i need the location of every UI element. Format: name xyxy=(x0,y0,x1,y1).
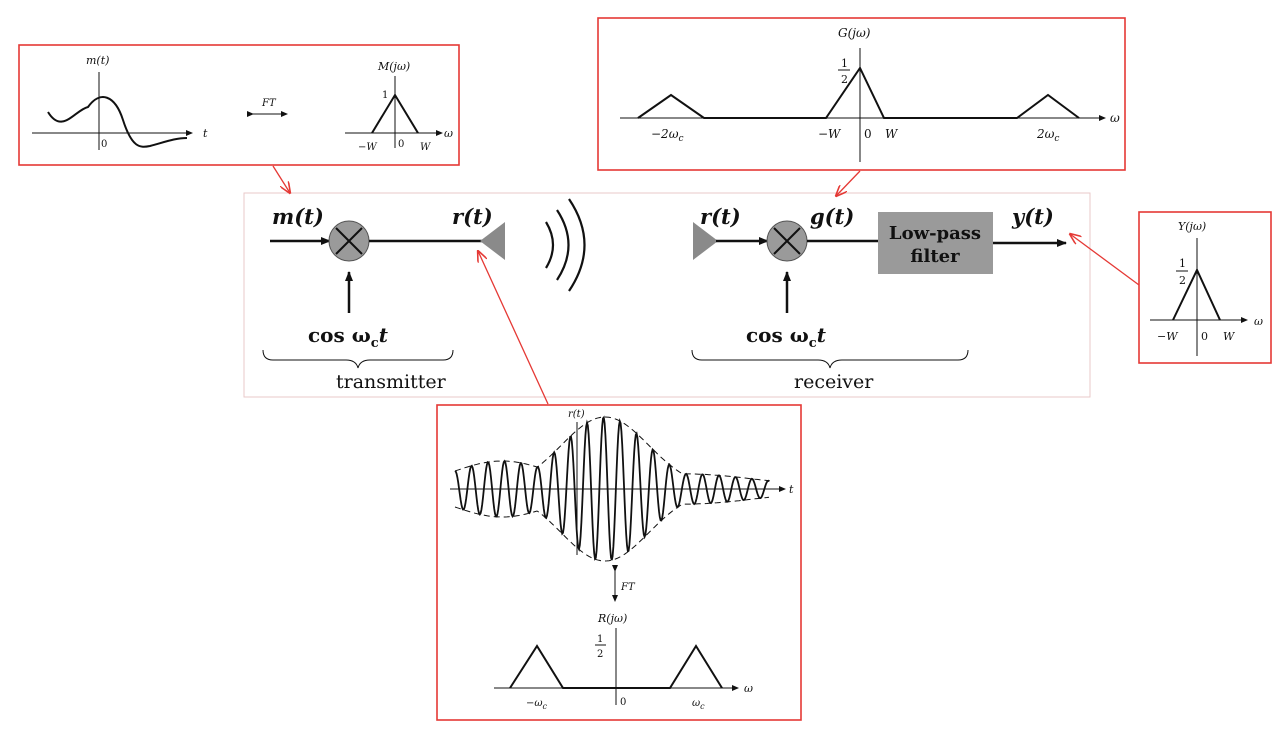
g-tick-zero: 0 xyxy=(864,127,872,141)
g-peak-num: 1 xyxy=(841,57,848,70)
m-freq-title: M(jω) xyxy=(377,60,410,73)
tx-brace xyxy=(262,349,454,369)
y-tick-zero: 0 xyxy=(1201,330,1208,343)
panel-g: G(jω) 1 2 ω −2ωc −W 0 W 2ωc xyxy=(597,17,1126,171)
tx-carrier-label: cos ωct xyxy=(308,323,389,351)
rx-carrier-label: cos ωct xyxy=(746,323,827,351)
g-tick-2wc: 2ωc xyxy=(1036,127,1059,144)
y-peak-num: 1 xyxy=(1179,257,1186,270)
m-time-signal xyxy=(47,96,188,148)
rx-output-label: y(t) xyxy=(1011,204,1054,229)
y-tick-pos: W xyxy=(1223,330,1236,343)
panel-m-frame xyxy=(18,44,460,166)
m-time-axis-label: t xyxy=(203,127,208,140)
tx-input-label: m(t) xyxy=(272,204,324,229)
tx-multiplier xyxy=(328,220,370,262)
rx-multiplier xyxy=(766,220,808,262)
y-spectrum xyxy=(1172,267,1221,321)
r-tick-negwc: −ωc xyxy=(526,698,548,711)
r-tick-zero: 0 xyxy=(620,697,626,708)
r-modulated-signal xyxy=(454,415,770,561)
callout-arrow-m xyxy=(272,165,290,193)
r-peak-num: 1 xyxy=(597,634,603,645)
rx-antenna xyxy=(693,222,718,260)
tx-output-label: r(t) xyxy=(452,204,493,229)
panel-g-frame xyxy=(597,17,1126,171)
lpf-line2: filter xyxy=(910,246,960,267)
callout-arrow-y xyxy=(1070,234,1140,286)
m-time-title: m(t) xyxy=(86,54,109,67)
callout-arrow-g xyxy=(836,170,861,196)
r-ft-label: FT xyxy=(620,582,636,593)
y-peak-den: 2 xyxy=(1179,274,1186,287)
tx-antenna xyxy=(480,222,505,260)
y-title: Y(jω) xyxy=(1178,220,1206,233)
y-tick-neg: −W xyxy=(1157,330,1179,343)
g-tick-negw: −W xyxy=(818,127,842,141)
m-time-zero: 0 xyxy=(101,139,107,150)
panel-r: r(t) t FT R(jω) 1 2 ω −ωc 0 ωc xyxy=(436,404,802,721)
r-spectrum xyxy=(509,644,723,689)
r-freq-title: R(jω) xyxy=(597,612,627,625)
m-freq-axis-label: ω xyxy=(444,127,453,140)
radio-waves xyxy=(545,198,586,292)
receiver: r(t) g(t) Low-pass filter y(t) cos ωct r… xyxy=(691,204,1067,393)
panel-y: Y(jω) 1 2 ω −W 0 W xyxy=(1138,211,1272,364)
g-axis-label: ω xyxy=(1110,111,1120,125)
tx-caption: transmitter xyxy=(336,371,447,393)
g-spectrum xyxy=(637,66,1080,119)
r-peak-den: 2 xyxy=(597,649,603,660)
g-peak-den: 2 xyxy=(841,73,848,86)
g-tick-w: W xyxy=(885,127,899,141)
system-frame xyxy=(243,192,1091,398)
rx-mixed-label: g(t) xyxy=(810,204,854,229)
rx-brace xyxy=(691,349,969,369)
r-freq-axis-label: ω xyxy=(744,682,753,695)
rx-input-label: r(t) xyxy=(700,204,741,229)
panel-r-frame xyxy=(436,404,802,721)
g-tick-neg2wc: −2ωc xyxy=(651,127,684,144)
lowpass-filter-block xyxy=(878,212,993,274)
g-title: G(jω) xyxy=(838,26,871,40)
m-freq-zero: 0 xyxy=(398,139,404,150)
m-freq-peak: 1 xyxy=(382,90,388,101)
r-envelope-upper xyxy=(454,416,770,482)
rx-caption: receiver xyxy=(794,371,874,393)
panel-y-frame xyxy=(1138,211,1272,364)
panel-m: m(t) t 0 FT M(jω) 1 ω −W 0 W xyxy=(18,44,460,166)
r-tick-wc: ωc xyxy=(692,698,705,711)
r-time-axis-label: t xyxy=(789,483,794,496)
r-time-title: r(t) xyxy=(568,409,585,420)
m-freq-pos: W xyxy=(420,142,431,153)
m-spectrum xyxy=(371,93,419,134)
y-axis-label: ω xyxy=(1254,315,1263,328)
r-envelope-lower xyxy=(454,496,770,562)
lpf-line1: Low-pass xyxy=(889,223,981,244)
m-ft-label: FT xyxy=(261,98,277,109)
transmitter: m(t) r(t) cos ωct transmitter xyxy=(262,204,505,393)
m-freq-neg: −W xyxy=(358,142,377,153)
callout-arrow-r xyxy=(478,251,549,405)
